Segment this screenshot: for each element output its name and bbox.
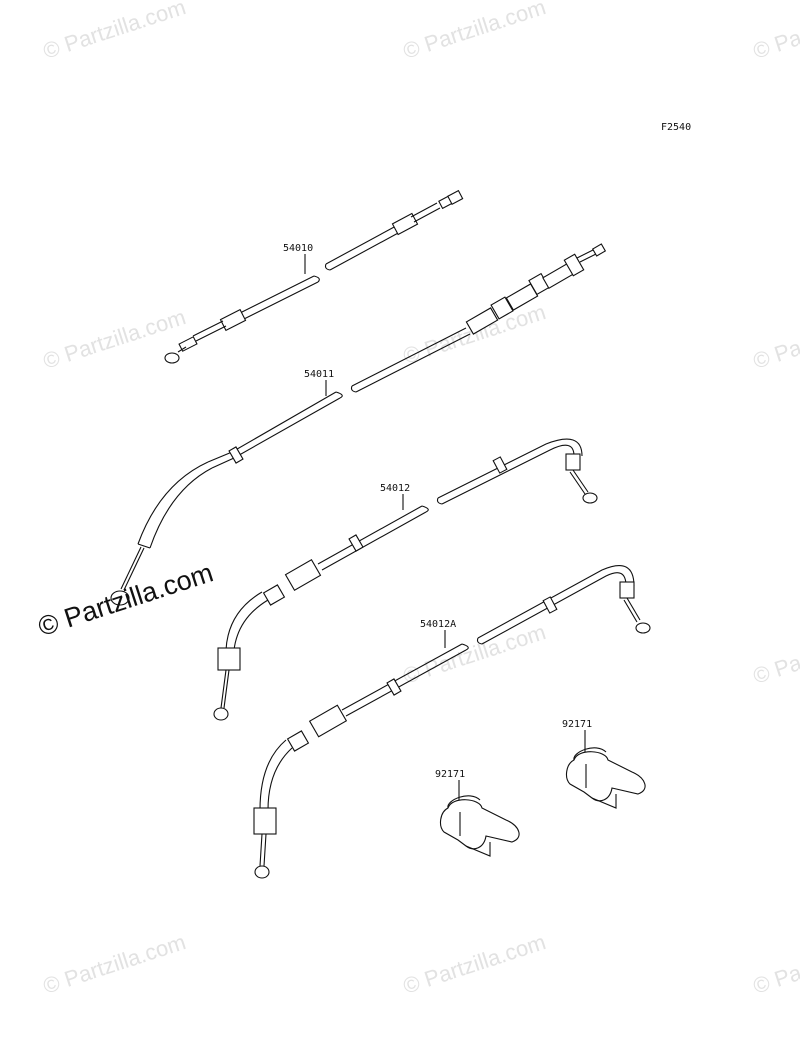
cable-54011	[110, 243, 607, 606]
callout-54011: 54011	[304, 369, 334, 380]
cable-54010	[164, 189, 464, 364]
callout-54010: 54010	[283, 243, 313, 254]
callout-92171-left: 92171	[435, 769, 465, 780]
clamp-92171-right	[565, 747, 646, 809]
clamp-92171-left	[439, 795, 520, 857]
callout-54012: 54012	[380, 483, 410, 494]
cable-54012A	[253, 565, 651, 879]
figure-code: F2540	[661, 122, 691, 133]
cable-54012	[213, 438, 598, 721]
callout-54012A: 54012A	[420, 619, 456, 630]
callout-92171-right: 92171	[562, 719, 592, 730]
